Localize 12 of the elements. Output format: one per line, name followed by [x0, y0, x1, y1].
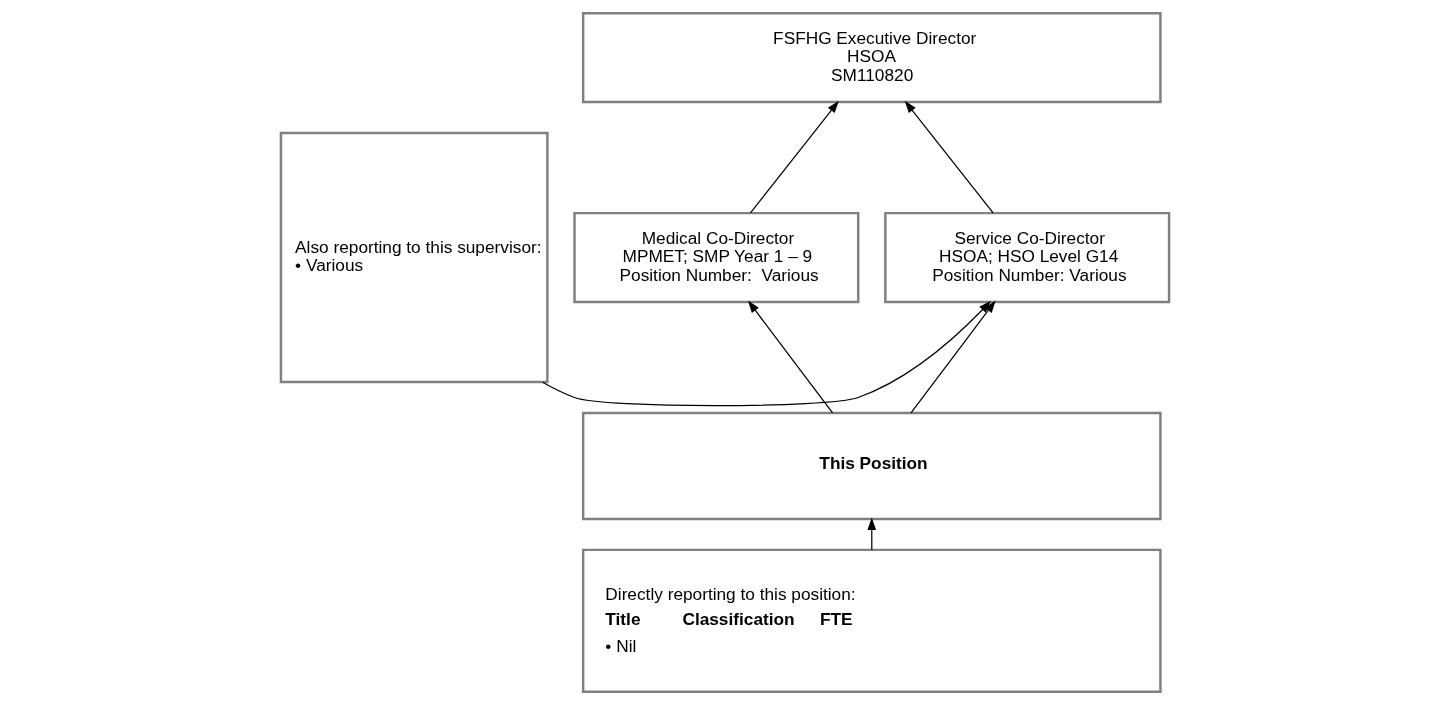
- arrow: [910, 300, 996, 414]
- node-box: FSFHG Executive Director HSOA SM110820: [581, 12, 1162, 104]
- arrow: [542, 300, 991, 407]
- arrow: [867, 517, 877, 551]
- arrow: [749, 100, 839, 214]
- arrow: [904, 100, 994, 214]
- node-box: Service Co-Director HSOA; HSO Level G14 Position Number: Various: [884, 211, 1171, 304]
- node-box: This Position: [581, 411, 1162, 521]
- arrow: [747, 300, 834, 414]
- node-box: Medical Co-Director MPMET; SMP Year 1 – 9 Position Number: Various: [573, 211, 860, 304]
- node-box: Also reporting to this supervisor: • Various: [279, 131, 549, 384]
- node-box: Directly reporting to this position: Title Classification FTE • Nil: [581, 548, 1162, 693]
